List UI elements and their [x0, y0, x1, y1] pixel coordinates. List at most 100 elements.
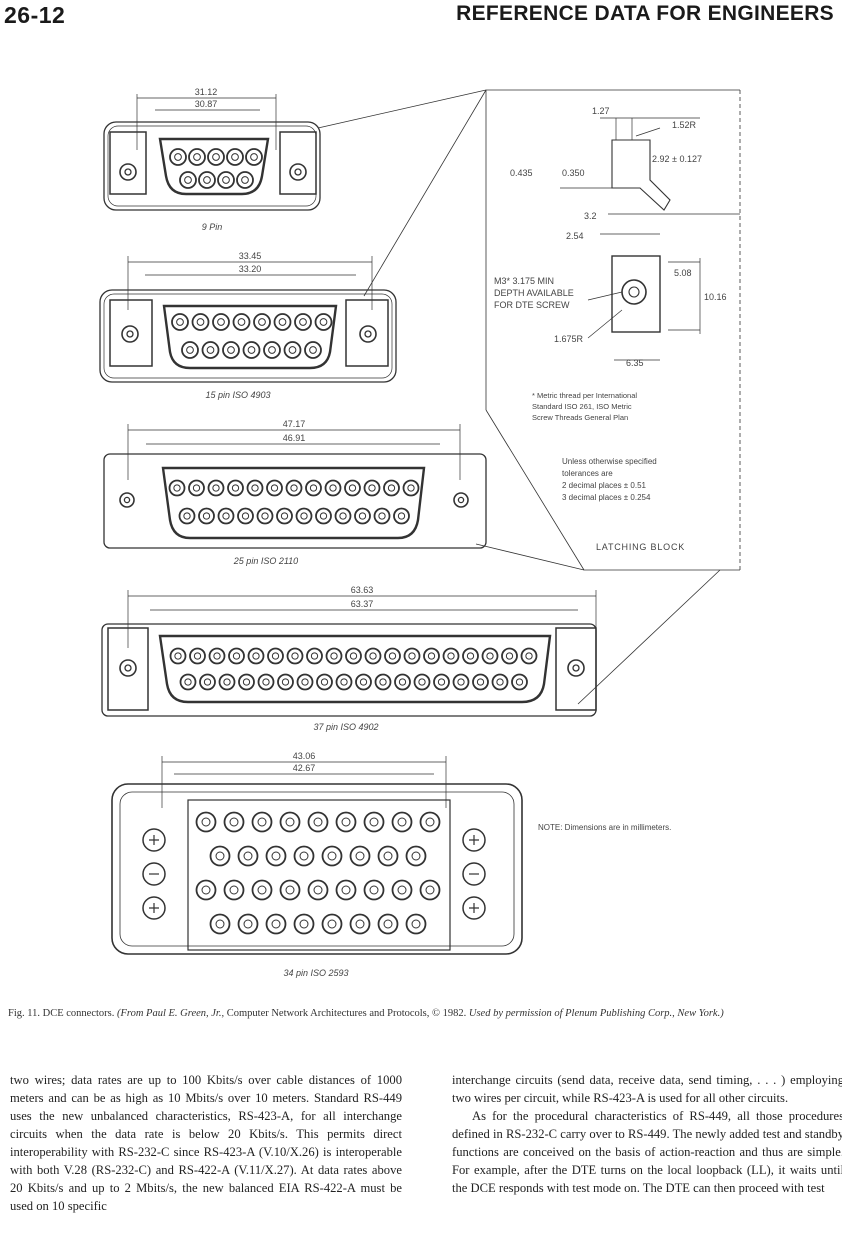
pin-socket	[193, 153, 201, 161]
pin-socket	[310, 652, 319, 660]
pin-socket	[378, 512, 386, 520]
pin	[265, 913, 287, 935]
pin-socket	[496, 678, 504, 686]
pin	[251, 811, 273, 833]
dim-37-outer: 63.63	[351, 585, 374, 595]
pin-socket	[320, 678, 329, 686]
pin-socket	[349, 652, 358, 660]
pin	[179, 171, 197, 189]
pin	[228, 647, 245, 665]
pin	[363, 811, 385, 833]
pin-socket	[397, 817, 407, 827]
pin	[377, 845, 399, 867]
pin-socket	[215, 851, 225, 861]
pin-socket	[313, 817, 323, 827]
pin	[307, 811, 329, 833]
pin	[218, 673, 236, 691]
body-left-column: two wires; data rates are up to 100 Kbit…	[10, 1071, 402, 1215]
pin-socket	[309, 346, 317, 354]
pin	[178, 507, 196, 525]
connector-figure: 31.12 30.87 33.45 33.20 47.17 46.91 63.6…	[99, 87, 741, 978]
pin-socket	[397, 512, 406, 520]
pin-socket	[369, 817, 379, 827]
dimension-note: NOTE: Dimensions are in millimeters.	[538, 823, 671, 832]
pin-socket	[313, 885, 323, 895]
pin	[265, 845, 287, 867]
page-header: 26-12 REFERENCE DATA FOR ENGINEERS	[0, 0, 842, 34]
pin-socket	[213, 652, 221, 660]
pin-socket	[299, 919, 309, 929]
pin-socket	[203, 678, 212, 686]
pin-socket	[203, 176, 211, 184]
label-9-pin: 9 Pin	[202, 222, 223, 232]
pin-socket	[261, 512, 269, 520]
pin	[307, 879, 329, 901]
pin	[293, 845, 315, 867]
pin-socket	[290, 484, 298, 492]
pin-socket	[227, 346, 235, 354]
caption-source-title: Computer Network Architectures and Proto…	[226, 1008, 430, 1019]
left-paragraph: two wires; data rates are up to 100 Kbit…	[10, 1073, 402, 1213]
connector-37-pin	[101, 590, 597, 717]
pin-socket	[247, 346, 256, 354]
connector-9-pin	[103, 94, 321, 211]
pin	[195, 811, 217, 833]
pin	[391, 811, 413, 833]
pin-socket	[262, 678, 270, 686]
pin-socket	[327, 919, 337, 929]
pin	[227, 479, 244, 497]
pin-socket	[281, 678, 290, 686]
pin-socket	[173, 484, 181, 492]
pin	[462, 647, 479, 665]
connector-34-pin	[111, 756, 523, 955]
pin	[285, 479, 303, 497]
pin-socket	[299, 851, 309, 861]
pin-socket	[505, 652, 514, 660]
pin	[171, 313, 189, 331]
pin-socket	[231, 484, 240, 492]
pin-socket	[476, 678, 485, 686]
pin-socket	[268, 346, 276, 354]
pin-socket	[217, 318, 225, 326]
pin-socket	[411, 919, 421, 929]
pin	[296, 673, 314, 691]
label-34-pin: 34 pin ISO 2593	[283, 968, 348, 978]
pin	[253, 313, 271, 331]
pin-socket	[397, 885, 407, 895]
pin	[335, 879, 357, 901]
dim-2-54: 2.54	[566, 231, 584, 241]
pin-socket	[418, 678, 426, 686]
pin-socket	[379, 678, 387, 686]
pin	[238, 673, 255, 691]
pin-socket	[369, 885, 379, 895]
pin	[355, 673, 372, 691]
pin	[315, 507, 332, 525]
pin	[520, 647, 538, 665]
pin-socket	[425, 817, 435, 827]
pin	[198, 507, 215, 525]
pin	[294, 313, 312, 331]
pin	[345, 647, 362, 665]
pin-socket	[231, 153, 239, 161]
pin	[363, 879, 385, 901]
pin	[208, 647, 226, 665]
dim-6-35: 6.35	[626, 358, 644, 368]
metric-note-line-3: Screw Threads General Plan	[532, 413, 628, 422]
pin-socket	[327, 851, 337, 861]
pin-socket	[300, 512, 308, 520]
pin-socket	[388, 652, 397, 660]
dim-0-350: 0.350	[562, 168, 585, 178]
pin-socket	[466, 652, 475, 660]
pin-socket	[319, 512, 328, 520]
pin-socket	[222, 176, 230, 184]
pin-socket	[398, 678, 407, 686]
dim-34-outer: 43.06	[293, 751, 316, 761]
pin-socket	[427, 652, 436, 660]
pin	[377, 913, 399, 935]
pin	[188, 479, 205, 497]
pin	[442, 647, 460, 665]
pin	[276, 507, 293, 525]
pin	[237, 507, 254, 525]
pin	[394, 673, 411, 691]
dim-25-outer: 47.17	[283, 419, 306, 429]
